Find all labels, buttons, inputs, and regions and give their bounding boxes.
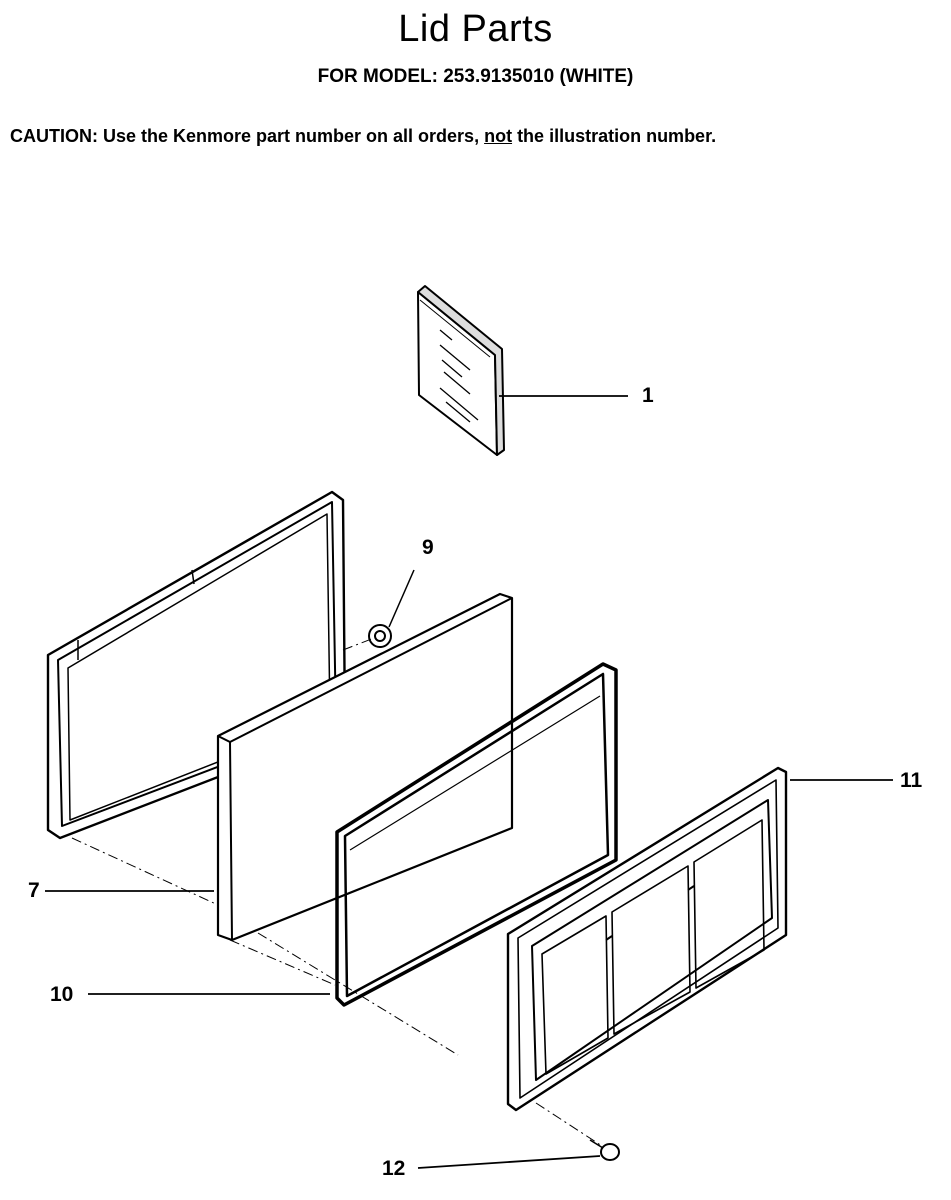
caution-text-end: the illustration number. [512, 126, 717, 146]
callout-11: 11 [900, 769, 923, 792]
callout-1: 1 [642, 384, 654, 407]
part-7-liner-panel [216, 592, 514, 942]
part-11-lid-pan [506, 766, 788, 1112]
callout-12: 12 [382, 1157, 406, 1180]
callout-7: 7 [28, 879, 40, 902]
callout-9: 9 [422, 536, 434, 559]
model-line: FOR MODEL: 253.9135010 (WHITE) [317, 66, 634, 87]
page-title: Lid Parts [398, 8, 553, 50]
callout-10: 10 [50, 983, 74, 1006]
alignment-lines [71, 637, 603, 1147]
part-9-bumper [368, 569, 415, 648]
caution-note: CAUTION: Use the Kenmore part number on … [10, 126, 716, 147]
part-1-booklet [417, 285, 505, 456]
caution-text-start: CAUTION: Use the Kenmore part number on … [10, 126, 485, 146]
part-12-screw [589, 1139, 620, 1161]
part-10-gasket [335, 662, 618, 1007]
leader-lines [45, 395, 893, 1169]
caution-emphasis: not [484, 126, 513, 146]
